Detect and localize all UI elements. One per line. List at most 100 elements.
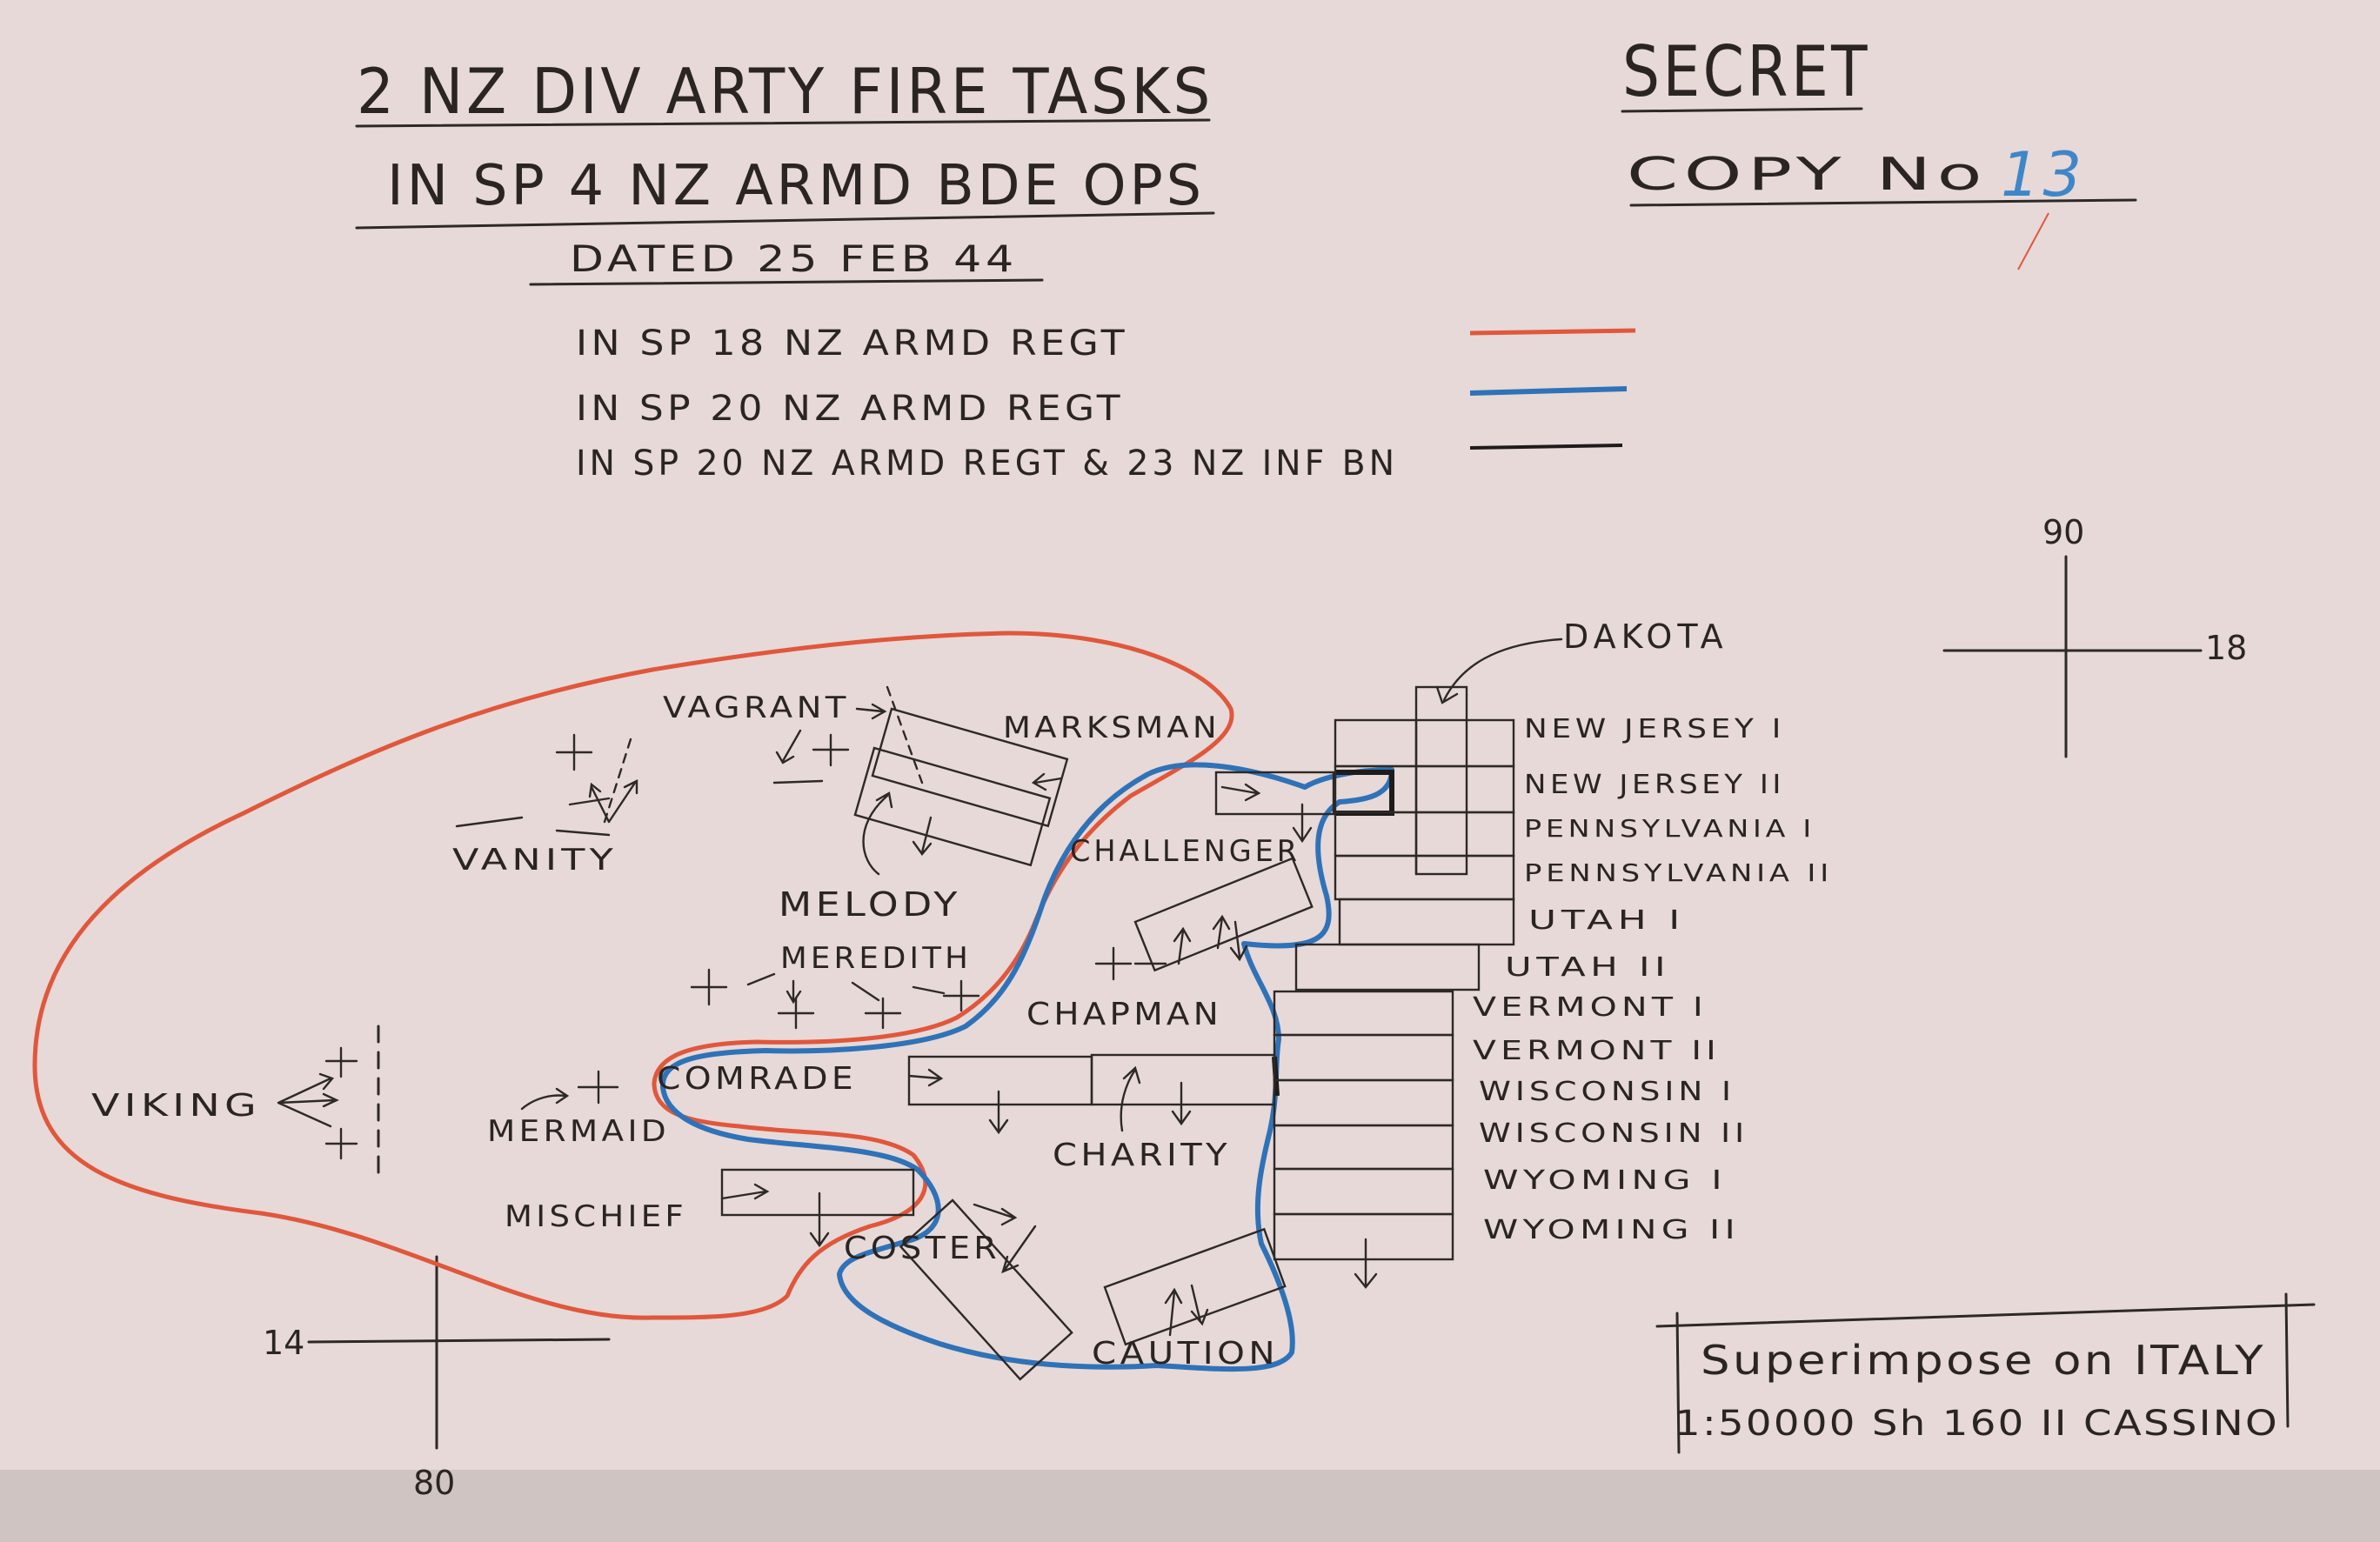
label-challenger: CHALLENGER	[1070, 834, 1300, 869]
copy-underline	[1629, 198, 2137, 207]
meredith-arrows	[746, 972, 946, 1005]
label-utah-1: UTAH I	[1528, 905, 1685, 936]
red-support-boundary	[32, 631, 1234, 1320]
grid-sw-easting-label: 80	[413, 1464, 455, 1502]
grid-reference-southwest: 14 80	[263, 1255, 611, 1502]
grid-sw-horizontal-line	[307, 1338, 611, 1344]
meredith-crosses	[690, 968, 980, 1030]
vanity-arrows	[455, 779, 638, 837]
legend-label-18-regt: IN SP 18 NZ ARMD REGT	[576, 324, 1128, 364]
utah-2-box	[1294, 943, 1481, 991]
challenger-target-box	[1214, 771, 1335, 816]
mermaid-cross	[577, 1070, 619, 1105]
grid-reference-northeast: 90 18	[1942, 513, 2247, 758]
melody-pointer	[862, 791, 893, 876]
legend-label-20-regt: IN SP 20 NZ ARMD REGT	[576, 389, 1124, 429]
label-wyoming-1: WYOMING I	[1483, 1165, 1727, 1196]
chapman-down-arrow	[1229, 920, 1248, 962]
legend-swatch-black	[1469, 444, 1623, 450]
dated-underline	[529, 278, 1044, 286]
vagrant-cross-1	[812, 733, 850, 767]
vanity-cross	[555, 733, 593, 771]
label-vermont-1: VERMONT I	[1473, 992, 1708, 1023]
label-marksman: MARKSMAN	[1003, 711, 1220, 745]
charity-target-box	[1090, 1053, 1276, 1106]
mischief-down-arrow	[809, 1192, 830, 1248]
paper-shadow-strip	[0, 1470, 2380, 1542]
label-comrade: COMRADE	[657, 1061, 857, 1097]
mischief-arrow	[720, 1183, 770, 1200]
title-line-2: IN SP 4 NZ ARMD BDE OPS	[387, 154, 1205, 218]
label-utah-2: UTAH II	[1505, 952, 1670, 983]
label-vagrant: VAGRANT	[663, 691, 850, 725]
map-reference-note: Superimpose on ITALY 1:50000 Sh 160 II C…	[1655, 1292, 2316, 1454]
challenger-down-arrow	[1292, 803, 1313, 844]
label-dakota: DAKOTA	[1563, 617, 1728, 656]
label-wyoming-2: WYOMING II	[1483, 1215, 1740, 1245]
melody-target-box	[853, 746, 1052, 867]
grid-ne-northing-label: 18	[2205, 629, 2247, 667]
label-melody: MELODY	[779, 885, 961, 924]
copy-label: COPY No	[1627, 149, 1988, 201]
chapman-up-arrows	[1173, 914, 1231, 965]
challenger-arrow	[1220, 783, 1261, 802]
classification-block: SECRET COPY No 13	[1621, 31, 2137, 270]
legend-swatch-blue	[1469, 386, 1628, 396]
vanity-dashed	[603, 738, 632, 824]
label-wisconsin-2: WISCONSIN II	[1479, 1118, 1748, 1149]
marksman-target-box	[871, 707, 1069, 828]
label-vanity: VANITY	[452, 843, 618, 878]
melody-down-arrow	[912, 816, 933, 856]
note-box-left	[1675, 1312, 1681, 1454]
legend-swatch-red	[1469, 328, 1636, 336]
legend: IN SP 18 NZ ARMD REGT IN SP 20 NZ ARMD R…	[576, 324, 1636, 484]
chapman-plus	[1094, 946, 1133, 981]
dated-line: DATED 25 FEB 44	[570, 237, 1018, 280]
label-caution: CAUTION	[1092, 1336, 1279, 1372]
target-labels-interior: VAGRANT MARKSMAN VANITY CHALLENGER MELOD…	[91, 691, 1300, 1372]
comrade-arrow	[907, 1068, 944, 1087]
label-vermont-2: VERMONT II	[1473, 1036, 1721, 1066]
caution-arrows	[1164, 1284, 1209, 1337]
marksman-arrow	[1031, 772, 1063, 791]
blue-support-boundary	[659, 762, 1394, 1372]
title-line-1-underline	[355, 118, 1211, 128]
dakota-pointer-arrow	[1435, 637, 1563, 704]
label-mermaid: MERMAID	[487, 1114, 670, 1149]
title-line-2-underline	[355, 211, 1215, 230]
label-viking: VIKING	[91, 1088, 261, 1124]
label-meredith: MEREDITH	[780, 941, 972, 976]
title-block: 2 NZ DIV ARTY FIRE TASKS IN SP 4 NZ ARMD…	[355, 55, 1215, 286]
note-box-top	[1655, 1303, 2316, 1328]
grid-sw-northing-label: 14	[263, 1324, 304, 1362]
mischief-target-box	[720, 1168, 915, 1217]
label-mischief: MISCHIEF	[505, 1199, 687, 1234]
copy-number-tick	[2017, 212, 2049, 270]
label-pennsylvania-2: PENNSYLVANIA II	[1524, 858, 1833, 887]
classification-secret: SECRET	[1622, 31, 1870, 112]
coster-arrows	[973, 1203, 1037, 1274]
viking-crosses	[324, 1046, 358, 1160]
wyoming-2-box	[1273, 1212, 1454, 1261]
marksman-dashed-line	[886, 685, 924, 784]
title-line-1: 2 NZ DIV ARTY FIRE TASKS	[357, 55, 1213, 128]
note-box-right	[2284, 1292, 2290, 1428]
chapman-target-box	[1133, 857, 1314, 972]
note-line-1: Superimpose on ITALY	[1701, 1337, 2266, 1384]
label-new-jersey-1: NEW JERSEY I	[1524, 714, 1785, 744]
vagrant-arrows	[772, 729, 824, 784]
grid-ne-easting-label: 90	[2042, 513, 2084, 551]
vagrant-pointer	[855, 703, 887, 720]
viking-arrows	[277, 1072, 339, 1128]
secret-underline	[1621, 107, 1863, 113]
interior-target-symbols	[277, 685, 1335, 1381]
label-coster: COSTER	[844, 1231, 1000, 1266]
label-chapman: CHAPMAN	[1026, 997, 1222, 1032]
comrade-down-arrow	[988, 1090, 1009, 1135]
target-labels-east: DAKOTA NEW JERSEY I NEW JERSEY II PENNSY…	[1473, 617, 1833, 1245]
note-line-2: 1:50000 Sh 160 II CASSINO	[1675, 1404, 2279, 1444]
label-new-jersey-2: NEW JERSEY II	[1524, 770, 1785, 800]
legend-label-20-regt-23-bn: IN SP 20 NZ ARMD REGT & 23 NZ INF BN	[576, 444, 1398, 484]
